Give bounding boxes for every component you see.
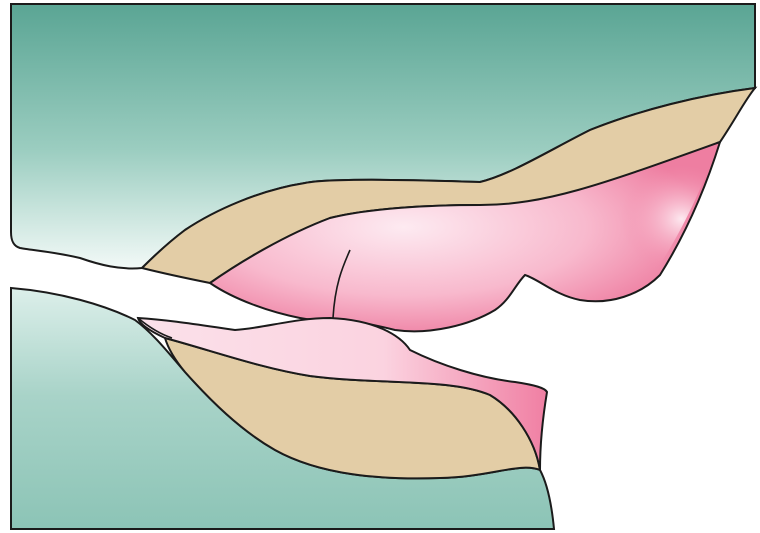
cross-section-illustration: [0, 0, 760, 533]
illustration-canvas: [0, 0, 760, 533]
